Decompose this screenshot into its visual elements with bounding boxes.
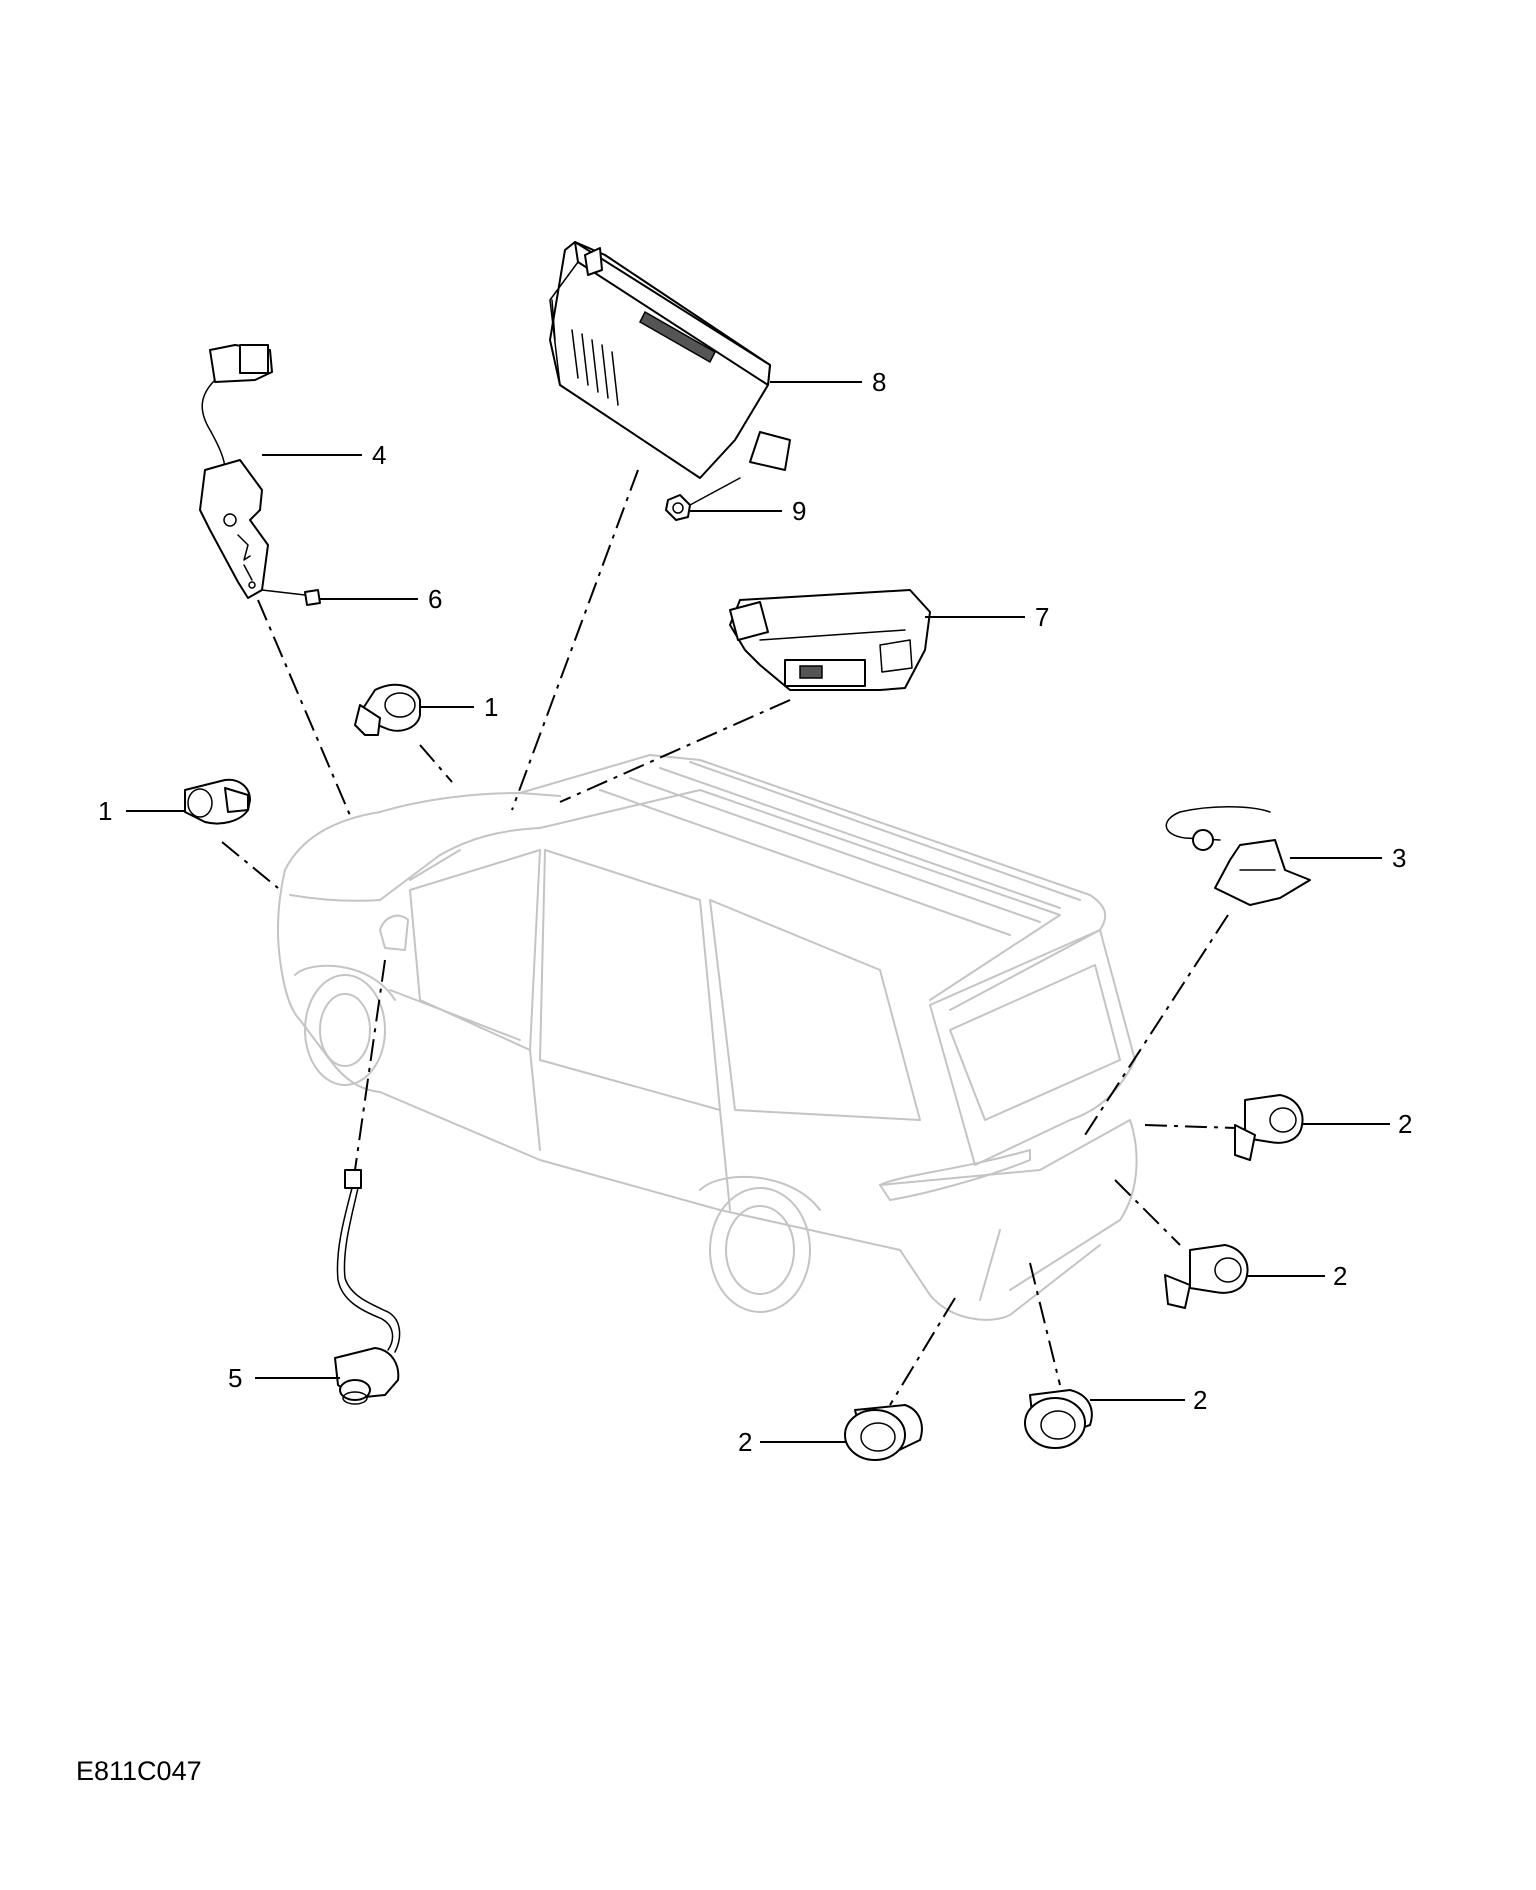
control-module-part-8 — [549, 241, 791, 479]
callout-3: 3 — [1290, 843, 1406, 873]
callout-4: 4 — [262, 440, 386, 470]
nut-part-9 — [665, 477, 741, 521]
callout-label-7: 7 — [1035, 602, 1049, 632]
side-camera-part-5 — [334, 1169, 401, 1405]
callout-5: 5 — [228, 1363, 340, 1393]
figure-code: E811C047 — [76, 1756, 202, 1786]
callout-1-upper: 1 — [420, 692, 498, 722]
callout-label-3: 3 — [1392, 843, 1406, 873]
front-sensor-part-1-lower — [184, 778, 251, 825]
callout-2-d: 2 — [738, 1427, 847, 1457]
callout-2-a: 2 — [1302, 1109, 1412, 1139]
module-vents — [571, 329, 619, 406]
screw-part-6 — [261, 589, 321, 606]
callout-2-b: 2 — [1247, 1261, 1347, 1291]
rear-sensor-part-2-b — [1164, 1244, 1249, 1309]
rear-sensor-part-2-d — [844, 1404, 923, 1461]
connection-lines — [221, 469, 1236, 1406]
rear-sensor-part-2-a — [1234, 1094, 1304, 1161]
callout-label-2-a: 2 — [1398, 1109, 1412, 1139]
callout-label-1-lower: 1 — [98, 796, 112, 826]
rear-camera-part-3 — [1165, 806, 1311, 906]
sensor-unit-part-7 — [729, 589, 931, 691]
callout-label-1-upper: 1 — [484, 692, 498, 722]
callout-9: 9 — [690, 496, 806, 526]
callout-label-9: 9 — [792, 496, 806, 526]
callout-7: 7 — [925, 602, 1049, 632]
rear-sensor-part-2-c — [1024, 1389, 1093, 1449]
callout-label-8: 8 — [872, 367, 886, 397]
callout-label-2-b: 2 — [1333, 1261, 1347, 1291]
callout-6: 6 — [320, 584, 442, 614]
front-sensor-part-1-upper — [354, 683, 421, 736]
callout-label-4: 4 — [372, 440, 386, 470]
callout-label-2-d: 2 — [738, 1427, 752, 1457]
callout-label-5: 5 — [228, 1363, 242, 1393]
callout-2-c: 2 — [1090, 1385, 1207, 1415]
camera-module-part-4 — [199, 344, 273, 599]
vehicle-outline — [276, 754, 1138, 1321]
callout-label-6: 6 — [428, 584, 442, 614]
callout-8: 8 — [770, 367, 886, 397]
callout-label-2-c: 2 — [1193, 1385, 1207, 1415]
callout-1-lower: 1 — [98, 796, 186, 826]
